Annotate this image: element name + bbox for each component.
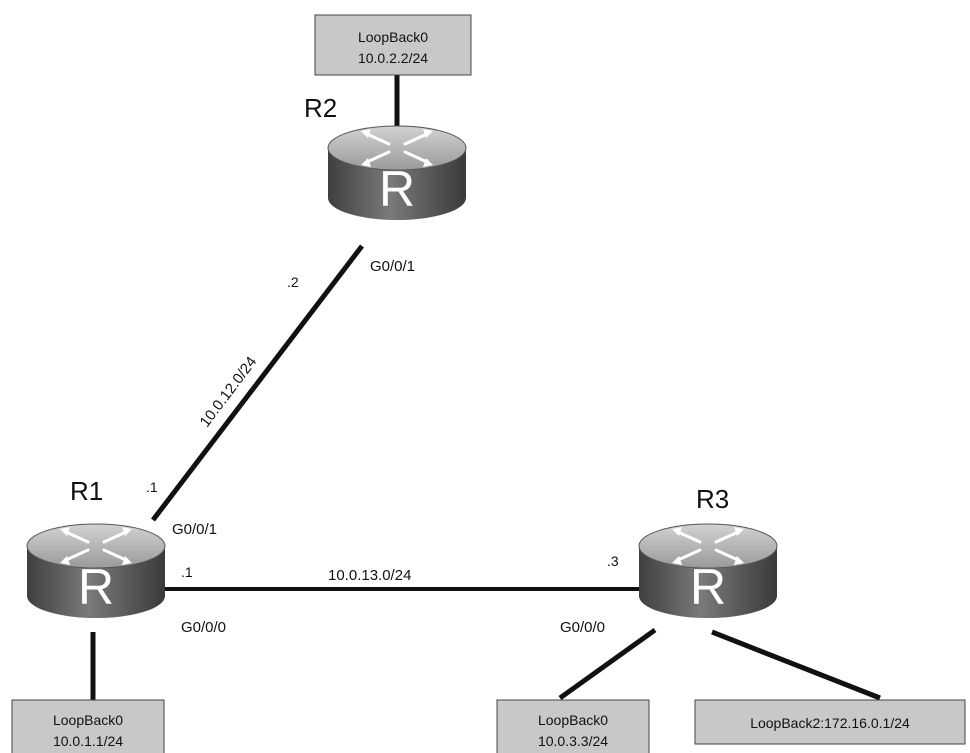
router-icon [25,522,167,620]
loopback-box-r3-0: LoopBack0 10.0.3.3/24 [496,699,650,753]
router-r1[interactable] [25,522,167,620]
loopback-r3-0-ip: 10.0.3.3/24 [538,733,608,749]
router-r3-name: R3 [696,484,729,514]
r3-host-label: .3 [607,553,619,569]
link-r3-loopback2 [711,629,881,701]
loopback-r1-name: LoopBack0 [53,712,123,728]
router-r2-name: R2 [304,93,337,123]
loopback-box-r1: LoopBack0 10.0.1.1/24 [11,699,165,753]
loopback-r2-name: LoopBack0 [358,29,428,45]
loopback-box-r2: LoopBack0 10.0.2.2/24 [314,14,472,76]
r1-interface-label-r2link: G0/0/1 [172,521,217,538]
loopback-r2-ip: 10.0.2.2/24 [358,50,428,66]
router-icon [637,522,779,620]
r3-interface-label: G0/0/0 [560,619,605,636]
r1-host-label-r2link: .1 [146,479,158,495]
r1-interface-label-r3link: G0/0/0 [181,619,226,636]
r2-host-label: .2 [287,274,299,290]
loopback-box-r3-2: LoopBack2:172.16.0.1/24 [694,699,966,745]
links [90,75,881,701]
loopback-r3-0-name: LoopBack0 [538,712,608,728]
link-r3-loopback0 [558,627,657,701]
network-label-r1-r3: 10.0.13.0/24 [328,567,411,584]
loopback-r1-ip: 10.0.1.1/24 [53,733,123,749]
loopback-r3-2-label: LoopBack2:172.16.0.1/24 [750,715,910,731]
router-r2[interactable] [326,124,468,222]
router-r3[interactable] [637,522,779,620]
router-r1-name: R1 [70,476,103,506]
r2-interface-label: G0/0/1 [370,258,415,275]
router-icon [326,124,468,222]
link-r1-r2 [151,244,364,522]
r1-host-label-r3link: .1 [181,564,193,580]
